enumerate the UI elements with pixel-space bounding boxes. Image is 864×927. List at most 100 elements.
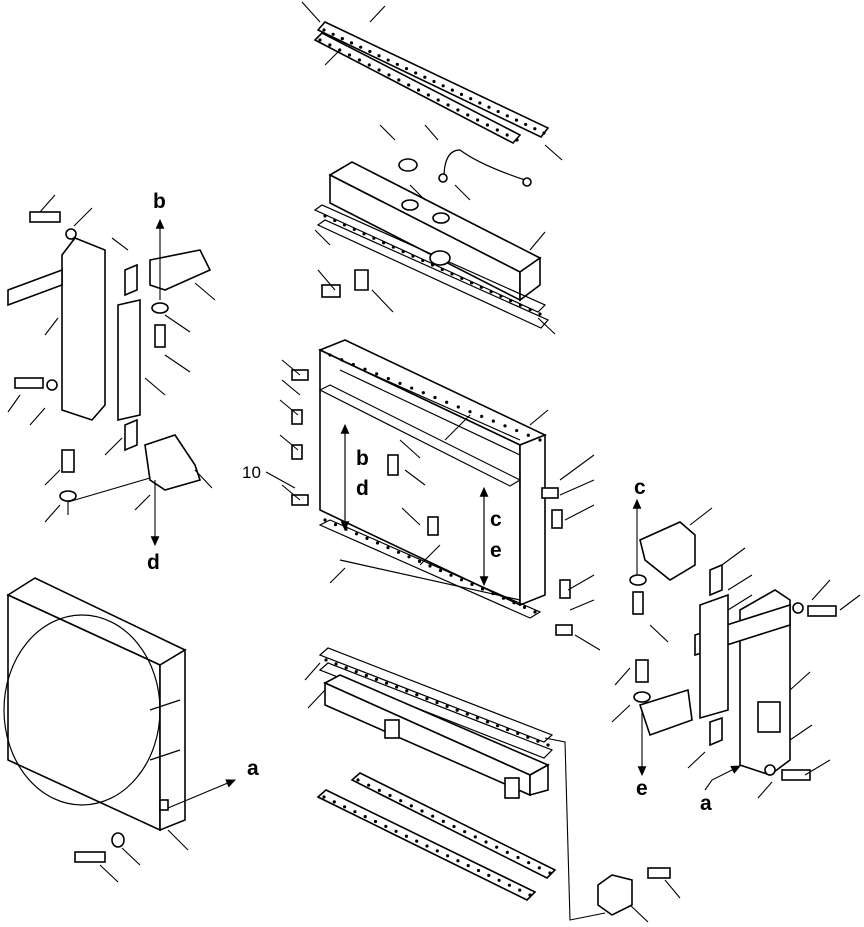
gasket-bolt-hole [465,712,469,716]
gasket-bolt-hole [344,666,348,670]
gasket-bolt-hole [470,582,474,587]
gasket-bolt-hole [386,58,390,62]
gasket-bolt-hole [455,708,459,712]
gasket-bolt-hole [421,258,425,263]
gasket-bolt-hole [410,386,414,390]
gasket-bolt-hole [452,824,456,829]
gasket-bolt-hole [323,214,327,218]
gasket-bolt-hole [357,58,361,62]
gasket-bolt-hole [507,883,511,887]
gasket-bolt-hole [459,92,464,96]
gasket-bolt-hole [527,861,531,865]
gasket-bolt-hole [398,381,402,385]
top-tank-leaders [314,124,556,335]
gasket-bolt-hole [334,662,338,666]
gasket-bolt-hole [515,138,519,142]
gasket-bolt-hole [352,227,356,231]
gasket-bolt-hole [368,49,372,54]
gasket-bolt-hole [522,605,527,610]
gasket-bolt-hole [466,864,470,868]
lower-ref-line [544,737,606,921]
lower-tank [318,647,554,799]
gasket-bolt-hole [322,28,326,32]
gasket-bolt-hole [423,75,427,79]
gasket-bolt-hole [407,555,411,559]
gasket-bolt-hole [391,245,396,249]
gasket-bolt-hole [526,433,530,437]
gasket-bolt-hole [332,800,336,804]
left-leaders [7,194,216,523]
gasket-bolt-hole [533,127,537,131]
gasket-bolt-hole [460,276,464,280]
gasket-bolt-hole [375,372,379,376]
part-number-10: 10 [242,463,261,482]
gasket-bolt-hole [401,250,405,254]
gasket-bolt-hole [435,849,439,853]
gasket-bolt-hole [518,303,523,307]
gasket-bolt-hole [354,532,359,536]
gasket-bolt-hole [322,795,326,799]
gasket-bolt-hole [373,819,378,824]
gasket-bolt-hole [497,878,501,882]
gasket-bolt-hole [405,689,409,693]
gasket-bolt-hole [338,48,342,52]
gasket-bolt-hole [480,587,485,591]
gasket-bolt-hole [343,805,347,809]
upper-tank [313,149,549,329]
gasket-bolt-hole [505,133,509,137]
filler-cap [398,158,418,172]
arrow-a-right [704,765,741,791]
lower-tank-leaders [304,662,326,709]
gasket-bolt-hole [478,101,482,105]
gasket-bolt-hole [518,888,522,892]
arrow-a-shroud [167,779,237,809]
gasket-bolt-hole [415,839,419,843]
gasket-bolt-hole [356,778,360,782]
gasket-bolt-hole [425,844,429,848]
radiator-core [291,339,573,636]
ref-label-e-core: e [490,539,502,562]
gasket-bolt-hole [440,267,444,272]
ref-label-d-left: d [147,551,160,574]
gasket-bolt-hole [469,97,473,101]
gasket-bolt-hole [435,700,439,705]
gasket-bolt-hole [432,79,436,84]
ref-label-b-left: b [153,190,166,213]
gasket-bolt-hole [404,834,408,838]
core-leaders [279,359,601,651]
gasket-bolt-hole [456,405,460,409]
gasket-bolt-hole [485,123,490,127]
gasket-bolt-hole [399,799,403,803]
gasket-bolt-hole [536,739,540,743]
gasket-bolt-hole [409,804,413,808]
gasket-bolt-hole [503,424,507,428]
ref-label-d-core: d [356,477,369,500]
gasket-bolt-hole [485,720,490,724]
gasket-bolt-hole [382,241,386,245]
top-tank-bolt [321,284,341,298]
gasket-bolt-hole [441,84,445,88]
gasket-bolt-hole [512,601,516,605]
gasket-bolt-hole [377,68,381,72]
shroud-leaders [99,829,189,883]
gasket-bolt-hole [514,118,519,122]
gasket-bolt-hole [333,218,337,223]
gasket-bolt-hole [533,610,537,614]
gasket-bolt-hole [388,793,392,798]
gasket-bolt-hole [367,63,371,67]
fan-shroud [3,577,187,863]
ref-label-b-core: b [356,447,369,470]
gasket-bolt-hole [415,693,419,697]
inlet-pipe [429,250,451,266]
gasket-bolt-hole [450,88,454,92]
gasket-bolt-hole [386,377,390,381]
gasket-bolt-hole [340,36,344,41]
gasket-bolt-hole [506,727,510,732]
gasket-bolt-hole [476,868,481,873]
gasket-bolt-hole [476,118,480,122]
gasket-bolt-hole [479,285,483,289]
gasket-bolt-hole [542,131,546,135]
gasket-bolt-hole [491,592,495,596]
part-10-leader [265,471,296,489]
